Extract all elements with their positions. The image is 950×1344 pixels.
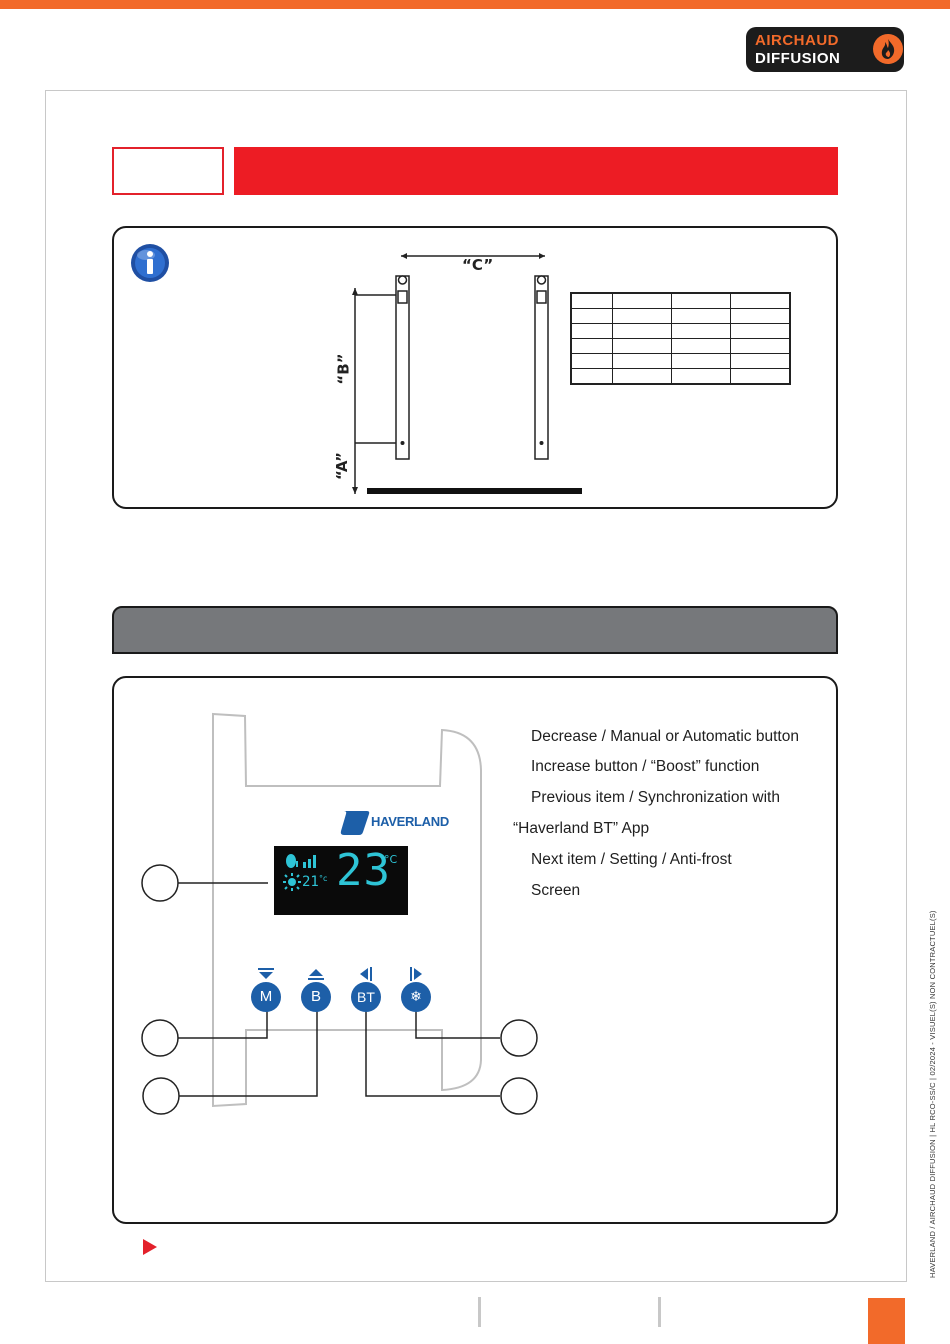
table-row [570, 353, 791, 369]
footer-divider [478, 1297, 481, 1327]
sun-icon [283, 873, 301, 891]
legend-item: “Haverland BT” App [513, 820, 650, 837]
dimension-drawing [352, 253, 582, 494]
next-setting-button[interactable]: ❄ [400, 966, 432, 1012]
table-row [570, 338, 791, 354]
brand-logo-line2: DIFFUSION [755, 50, 841, 67]
control-panel-header [112, 606, 838, 654]
legend-item: Screen [531, 882, 581, 899]
signal-icon [303, 855, 316, 868]
previous-sync-button[interactable]: BT [350, 966, 382, 1012]
decrease-manual-button[interactable]: M [250, 966, 282, 1012]
triangle-left-icon [360, 967, 372, 981]
section-number-box [112, 147, 224, 195]
page-frame [45, 90, 907, 1282]
button-label: M [251, 982, 281, 1012]
lamp-icon [286, 854, 298, 868]
legend-item: Increase button / “Boost” function [531, 758, 760, 775]
dimensions-box [112, 226, 838, 509]
flame-icon [873, 34, 903, 64]
brand-logo-line1: AIRCHAUD [755, 32, 839, 49]
play-arrow-icon [143, 1239, 157, 1255]
section-title-bar [234, 147, 838, 195]
haverland-logo-icon [318, 811, 370, 835]
top-accent-bar [0, 0, 950, 9]
table-row [570, 308, 791, 324]
triangle-right-icon [410, 967, 422, 981]
page-corner-tab [868, 1298, 905, 1344]
table-row [570, 323, 791, 339]
control-panel-box [112, 676, 838, 1224]
legend-item: Decrease / Manual or Automatic button [531, 728, 799, 745]
vertical-footer-text: HAVERLAND / AIRCHAUD DIFFUSION | HL RCO-… [928, 910, 937, 1278]
right-callouts [500, 1019, 538, 1115]
snowflake-icon: ❄ [401, 982, 431, 1012]
display-small-unit: °c [319, 874, 328, 883]
haverland-brand-label: HAVERLAND [371, 814, 449, 829]
legend-item: Next item / Setting / Anti-frost [531, 851, 732, 868]
dimension-label-a: “A” [333, 451, 352, 481]
button-label: BT [351, 982, 381, 1012]
table-row [570, 292, 791, 309]
dimension-label-c: “C” [462, 256, 494, 274]
brand-logo: AIRCHAUD DIFFUSION [746, 27, 904, 72]
info-icon [131, 244, 169, 282]
table-row [570, 368, 791, 385]
increase-boost-button[interactable]: B [300, 966, 332, 1012]
triangle-up-icon [308, 969, 324, 980]
control-panel-drawing [141, 712, 500, 1115]
display-small-temp: 21 [302, 874, 319, 890]
triangle-down-icon [258, 968, 274, 979]
dimension-label-b: “B” [334, 353, 353, 385]
button-label: B [301, 982, 331, 1012]
footer-divider [658, 1297, 661, 1327]
legend-item: Previous item / Synchronization with [531, 789, 780, 806]
display-unit: °C [384, 853, 398, 866]
display-temperature: 23 [336, 845, 391, 896]
dimensions-table [570, 292, 791, 385]
